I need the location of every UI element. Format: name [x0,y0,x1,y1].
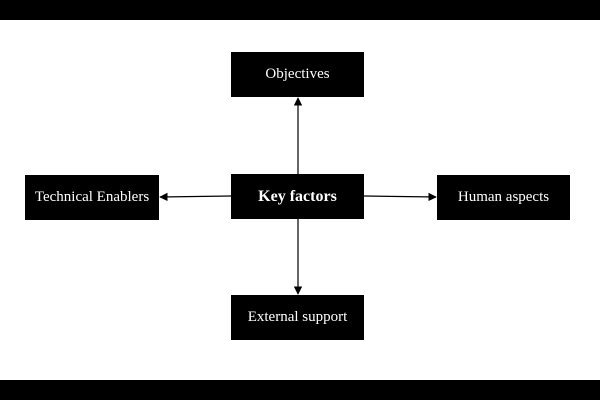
technical-enablers-label: Technical Enablers [34,189,150,205]
arrow-to-human-aspects [363,192,437,202]
external-support-label: External support [247,309,348,325]
arrow-to-technical-enablers [159,192,232,202]
letterbox-band-bottom [0,380,600,400]
key-factors-label: Key factors [258,187,337,205]
objectives-box: Objectives [231,52,364,97]
key-factors-box: Key factors [231,174,364,219]
technical-enablers-box: Technical Enablers [25,175,159,220]
human-aspects-box: Human aspects [437,175,570,220]
objectives-label: Objectives [265,66,330,82]
human-aspects-label: Human aspects [457,189,550,205]
external-support-box: External support [231,295,364,340]
letterbox-band-top [0,0,600,20]
